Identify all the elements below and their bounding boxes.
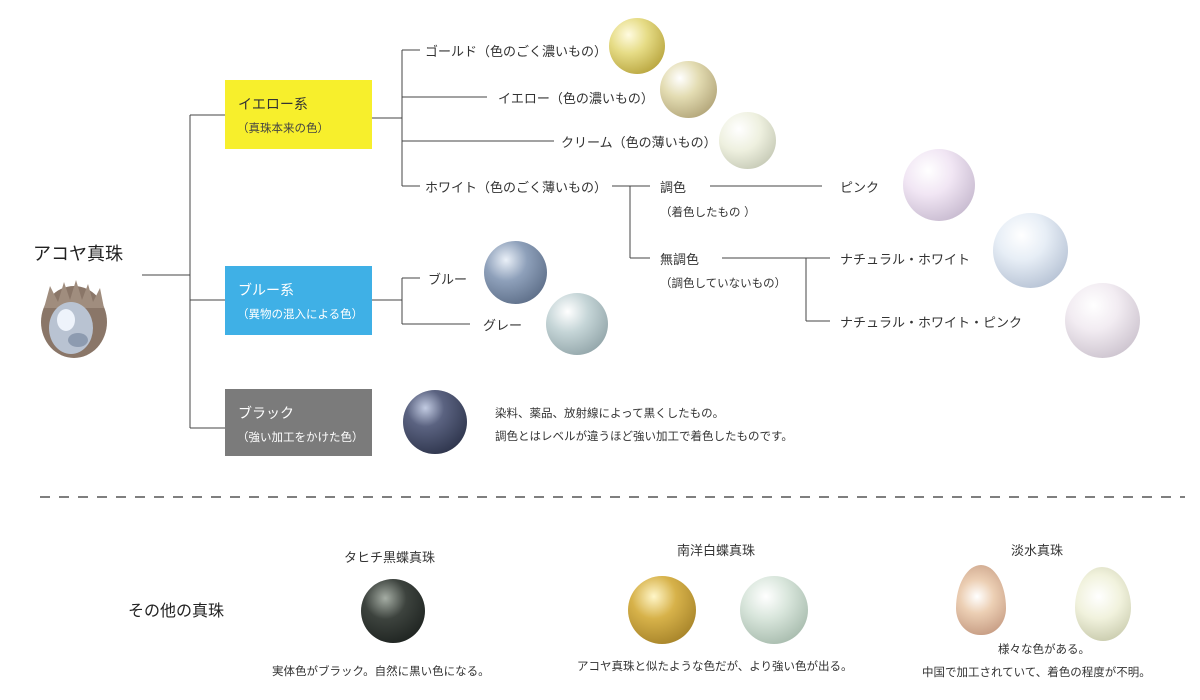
gray-pearl: [546, 293, 608, 355]
undyed-label: 無調色: [660, 253, 700, 268]
south-sea-name: 南洋白蝶真珠: [677, 544, 756, 559]
group-yellow-box: イエロー系 （真珠本来の色）: [225, 80, 372, 149]
dyed-sub: （着色したもの ）: [660, 205, 756, 219]
item-gold-label: ゴールド（色のごく濃いもの）: [425, 45, 608, 60]
freshwater-desc-1: 様々な色がある。: [998, 642, 1090, 656]
root-label: アコヤ真珠: [33, 244, 123, 265]
cream-pearl: [719, 112, 776, 169]
item-blue-label: ブルー: [428, 273, 468, 288]
blue-pearl: [484, 241, 547, 304]
item-white-label: ホワイト（色のごく薄いもの）: [425, 181, 608, 196]
south-sea-desc: アコヤ真珠と似たような色だが、より強い色が出る。: [577, 659, 853, 673]
freshwater-white-pearl: [1075, 567, 1131, 641]
yellow-pearl: [660, 61, 717, 118]
oyster-shell-image: [38, 278, 110, 360]
dyed-label: 調色: [660, 181, 687, 196]
group-blue-box: ブルー系 （異物の混入による色）: [225, 266, 372, 335]
group-blue-sub: （異物の混入による色）: [237, 307, 364, 321]
group-black-box: ブラック （強い加工をかけた色）: [225, 389, 372, 456]
undyed-sub: （調色していないもの）: [660, 276, 787, 290]
freshwater-desc-2: 中国で加工されていて、着色の程度が不明。: [922, 665, 1151, 679]
group-black-name: ブラック: [238, 406, 294, 422]
item-cream-label: クリーム（色の薄いもの）: [561, 136, 717, 151]
tahiti-name: タヒチ黒蝶真珠: [344, 551, 436, 566]
south-sea-gold-pearl: [628, 576, 696, 644]
south-sea-white-pearl: [740, 576, 808, 644]
natural-white-label: ナチュラル・ホワイト: [840, 253, 971, 268]
natural-white-pearl: [993, 213, 1068, 288]
freshwater-name: 淡水真珠: [1011, 544, 1064, 559]
pink-pearl: [903, 149, 975, 221]
tahiti-pearl: [361, 579, 425, 643]
natural-white-pink-label: ナチュラル・ホワイト・ピンク: [840, 316, 1023, 331]
black-pearl: [403, 390, 467, 454]
group-blue-name: ブルー系: [238, 283, 294, 299]
group-yellow-name: イエロー系: [238, 97, 308, 113]
group-yellow-sub: （真珠本来の色）: [237, 121, 329, 135]
pink-label: ピンク: [840, 181, 880, 196]
black-note-1: 染料、薬品、放射線によって黒くしたもの。: [495, 406, 725, 420]
group-black-sub: （強い加工をかけた色）: [237, 430, 364, 444]
black-note-2: 調色とはレベルが違うほど強い加工で着色したものです。: [495, 429, 793, 443]
item-yellow-label: イエロー（色の濃いもの）: [498, 92, 654, 107]
freshwater-pink-pearl: [956, 565, 1006, 635]
item-gray-label: グレー: [483, 319, 523, 334]
others-title: その他の真珠: [128, 601, 225, 620]
gold-pearl: [609, 18, 665, 74]
natural-white-pink-pearl: [1065, 283, 1140, 358]
tahiti-desc: 実体色がブラック。自然に黒い色になる。: [272, 664, 490, 678]
